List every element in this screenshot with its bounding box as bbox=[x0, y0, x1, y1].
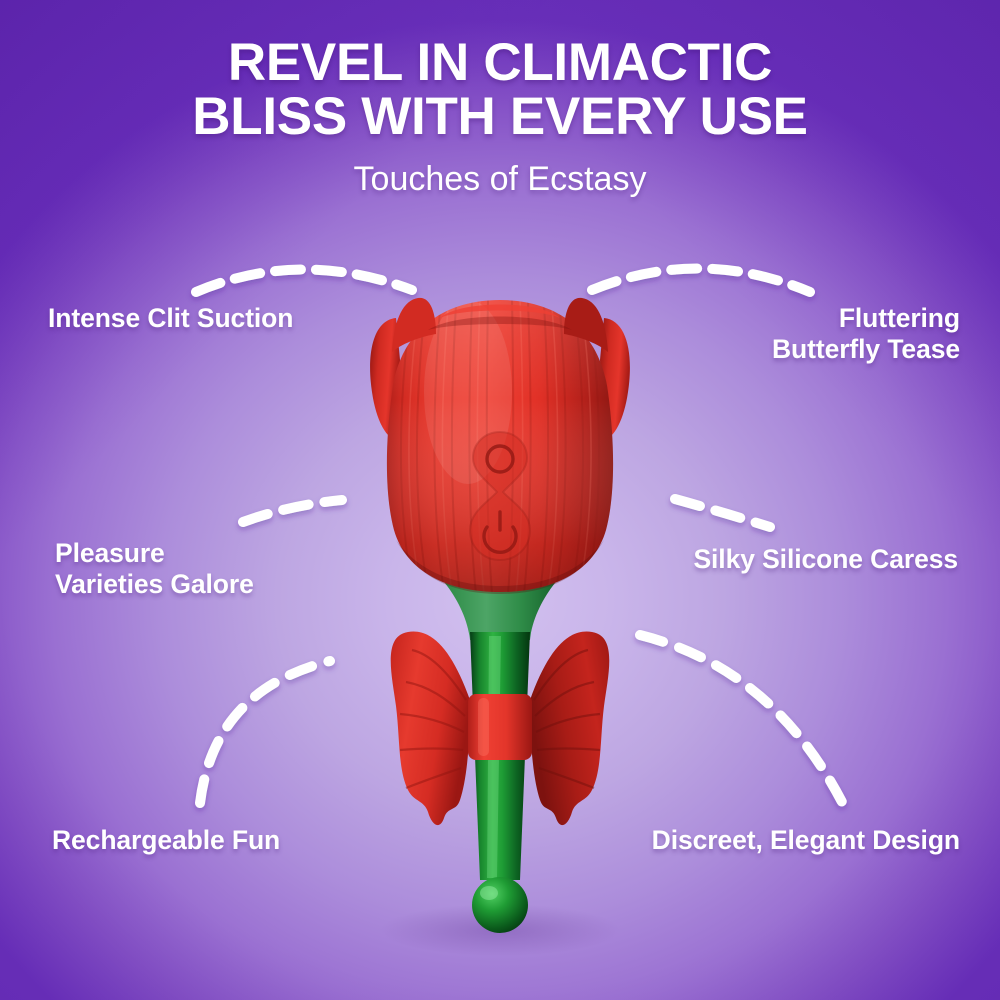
feature-text-discreet: Discreet, Elegant Design bbox=[651, 825, 960, 855]
dashed-line-pleasure bbox=[238, 495, 347, 527]
wing-veins-left bbox=[399, 648, 467, 790]
butterfly-wing-right bbox=[530, 631, 610, 826]
headline-line-2: BLISS WITH EVERY USE bbox=[192, 87, 808, 146]
circle-icon[interactable] bbox=[485, 444, 515, 474]
feature-text-silicone: Silky Silicone Caress bbox=[693, 544, 958, 574]
feature-text-pleasure-line2: Varieties Galore bbox=[55, 569, 254, 599]
feature-label-butterfly: Fluttering Butterfly Tease bbox=[772, 303, 960, 365]
headline-line-1: REVEL IN CLIMACTIC bbox=[227, 33, 773, 92]
stem-tip-ball bbox=[472, 877, 528, 933]
page-title: REVEL IN CLIMACTIC BLISS WITH EVERY USE … bbox=[0, 33, 1000, 199]
butterfly-collar bbox=[468, 694, 532, 760]
rose-head bbox=[370, 297, 630, 594]
feature-text-butterfly-line2: Butterfly Tease bbox=[772, 334, 960, 364]
rose-crown bbox=[392, 297, 608, 352]
dashed-line-silicone bbox=[670, 494, 775, 532]
crown-peak-right bbox=[564, 297, 608, 352]
feature-label-pleasure: Pleasure Varieties Galore bbox=[55, 538, 254, 600]
power-icon[interactable] bbox=[482, 510, 518, 555]
feature-text-pleasure-line1: Pleasure bbox=[55, 538, 165, 568]
dashed-arc-discreet bbox=[635, 630, 847, 807]
feature-text-suction: Intense Clit Suction bbox=[48, 303, 294, 333]
dashed-arc-suction bbox=[191, 264, 417, 297]
butterfly-wing-left bbox=[390, 631, 470, 826]
crown-shadow bbox=[428, 316, 572, 330]
subtitle: Touches of Ecstasy bbox=[353, 160, 647, 198]
feature-label-rechargeable: Rechargeable Fun bbox=[52, 825, 280, 856]
butterfly-attachment bbox=[390, 631, 610, 826]
feature-label-discreet: Discreet, Elegant Design bbox=[652, 825, 960, 856]
feature-text-rechargeable: Rechargeable Fun bbox=[52, 825, 281, 855]
wing-veins-right bbox=[533, 648, 601, 790]
collar-highlight bbox=[478, 698, 489, 756]
crown-center-ridge bbox=[440, 304, 560, 318]
feature-label-suction: Intense Clit Suction bbox=[48, 303, 293, 334]
control-buttons[interactable] bbox=[468, 430, 532, 562]
rose-bottom-shade bbox=[396, 540, 604, 594]
tip-specular-highlight bbox=[480, 886, 498, 900]
dashed-arc-butterfly bbox=[587, 263, 815, 297]
crown-peak-left bbox=[392, 297, 436, 352]
dashed-arc-rechargeable bbox=[195, 656, 335, 808]
feature-text-butterfly-line1: Fluttering bbox=[838, 303, 960, 333]
feature-label-silicone: Silky Silicone Caress bbox=[693, 544, 958, 575]
